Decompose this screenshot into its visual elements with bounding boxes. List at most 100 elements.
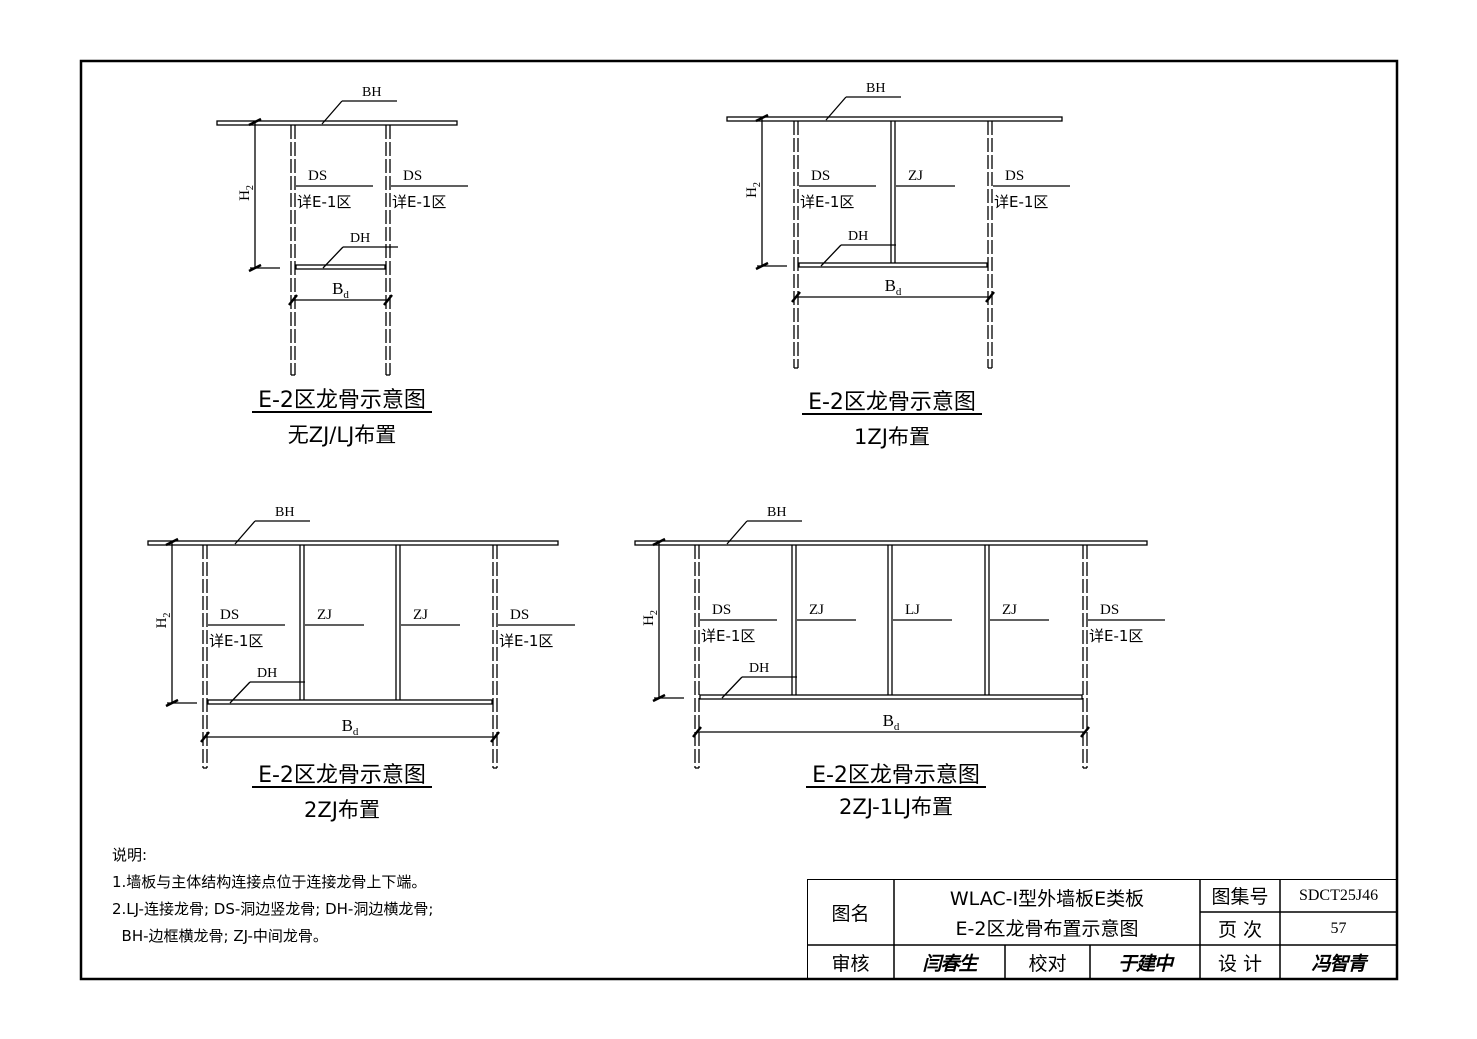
dh-opening-beam xyxy=(699,694,1083,700)
member-label: DS xyxy=(403,168,422,184)
review-label: 审核 xyxy=(831,952,870,975)
dimension-tick xyxy=(383,294,393,306)
member-note: 详E-1区 xyxy=(994,193,1048,211)
page-label: 页 次 xyxy=(1217,919,1263,941)
member-note: 详E-1区 xyxy=(297,193,351,211)
dimension-tick xyxy=(1080,726,1090,738)
bd-label: Bd xyxy=(883,711,900,733)
atlas-number-label: 图集号 xyxy=(1211,886,1269,908)
bd-subscript: d xyxy=(343,289,349,301)
dh-leader xyxy=(820,244,842,267)
design-label: 设 计 xyxy=(1217,952,1263,975)
title-block-grid xyxy=(807,879,1397,979)
notes-heading: 说明: xyxy=(112,846,148,864)
atlas-number-value: SDCT25J46 xyxy=(1298,886,1379,904)
dimension-tick xyxy=(288,294,298,306)
dimension-tick xyxy=(490,731,500,743)
dh-label: DH xyxy=(848,229,868,244)
dh-label: DH xyxy=(749,661,769,676)
dimension-tick xyxy=(755,113,769,123)
drawing-name-line2: E-2区龙骨布置示意图 xyxy=(955,917,1139,940)
notes: 说明: 1.墙板与主体结构连接点位于连接龙骨上下端。 2.LJ-连接龙骨; DS… xyxy=(112,842,433,950)
member-label: DS xyxy=(1100,602,1119,618)
dimension-tick xyxy=(652,537,666,547)
member-label: ZJ xyxy=(317,607,332,623)
member-label: DS xyxy=(220,607,239,623)
bd-subscript: d xyxy=(353,726,359,738)
dimension-tick xyxy=(985,291,995,303)
bh-border-beam xyxy=(147,540,559,546)
dimension-tick xyxy=(248,117,262,127)
dimension-tick xyxy=(165,537,179,547)
ds-opening-stud: DS 详E-1区 xyxy=(694,545,777,769)
note-line: 1.墙板与主体结构连接点位于连接龙骨上下端。 xyxy=(112,873,427,891)
bd-label: Bd xyxy=(342,716,359,738)
dimension-tick xyxy=(200,731,210,743)
dh-leader xyxy=(229,681,251,704)
h2-label: H2 xyxy=(237,185,256,201)
member-note: 详E-1区 xyxy=(499,632,553,650)
dh-opening-beam xyxy=(798,262,988,268)
drawing-name-line1: WLAC-Ⅰ型外墙板E类板 xyxy=(949,887,1145,910)
member-note: 详E-1区 xyxy=(701,627,755,645)
ds-opening-stud: DS 详E-1区 xyxy=(492,545,575,769)
member-note: 详E-1区 xyxy=(209,632,263,650)
bd-label: Bd xyxy=(332,279,349,301)
bh-leader xyxy=(825,96,847,121)
member-label: ZJ xyxy=(413,607,428,623)
check-signature: 于建中 xyxy=(1117,952,1173,975)
diagram-subtitle: 2ZJ-1LJ布置 xyxy=(839,795,953,819)
design-signature: 冯智青 xyxy=(1311,952,1366,975)
member-label: DS xyxy=(510,607,529,623)
dh-label: DH xyxy=(350,231,370,246)
member-note: 详E-1区 xyxy=(800,193,854,211)
middle-stud: ZJ xyxy=(791,545,856,695)
bh-border-beam xyxy=(726,116,1063,122)
member-note: 详E-1区 xyxy=(1089,627,1143,645)
member-label: ZJ xyxy=(1002,602,1017,618)
note-line: 2.LJ-连接龙骨; DS-洞边竖龙骨; DH-洞边横龙骨; xyxy=(112,900,434,918)
bh-label: BH xyxy=(362,85,381,100)
dh-leader xyxy=(721,676,743,699)
member-label: LJ xyxy=(905,602,920,618)
sheet-border xyxy=(79,59,1399,981)
member-note: 详E-1区 xyxy=(392,193,446,211)
member-label: ZJ xyxy=(809,602,824,618)
bh-leader xyxy=(726,520,748,545)
h2-subscript: 2 xyxy=(245,185,256,190)
dh-opening-beam xyxy=(295,264,386,270)
dimension-tick xyxy=(791,291,801,303)
member-label: DS xyxy=(1005,168,1024,184)
bd-label: Bd xyxy=(885,276,902,298)
bh-label: BH xyxy=(767,505,786,520)
dh-label: DH xyxy=(257,666,277,681)
check-label: 校对 xyxy=(1028,952,1067,975)
note-line: BH-边框横龙骨; ZJ-中间龙骨。 xyxy=(112,927,328,945)
middle-stud: ZJ xyxy=(890,121,955,263)
member-label: DS xyxy=(308,168,327,184)
title-block: 图名 WLAC-Ⅰ型外墙板E类板 E-2区龙骨布置示意图 图集号 SDCT25J… xyxy=(807,879,1397,979)
dh-opening-beam xyxy=(207,699,493,705)
middle-stud: ZJ xyxy=(299,545,364,700)
middle-stud: LJ xyxy=(887,545,952,695)
dimension-tick xyxy=(692,726,702,738)
h2-label: H2 xyxy=(154,613,173,629)
bh-leader xyxy=(321,100,343,125)
diagram-subtitle: 1ZJ布置 xyxy=(854,425,930,449)
h2-label: H2 xyxy=(641,610,660,626)
h2-subscript: 2 xyxy=(752,182,763,187)
diagram-subtitle: 2ZJ布置 xyxy=(304,798,380,822)
bh-border-beam xyxy=(216,120,458,126)
member-label: ZJ xyxy=(908,168,923,184)
diagram-title: E-2区龙骨示意图 xyxy=(258,763,426,788)
diagram-title: E-2区龙骨示意图 xyxy=(258,388,426,413)
drawing-name-label: 图名 xyxy=(831,902,870,925)
member-label: DS xyxy=(712,602,731,618)
middle-stud: ZJ xyxy=(984,545,1049,695)
ds-opening-stud: DS 详E-1区 xyxy=(987,121,1070,369)
